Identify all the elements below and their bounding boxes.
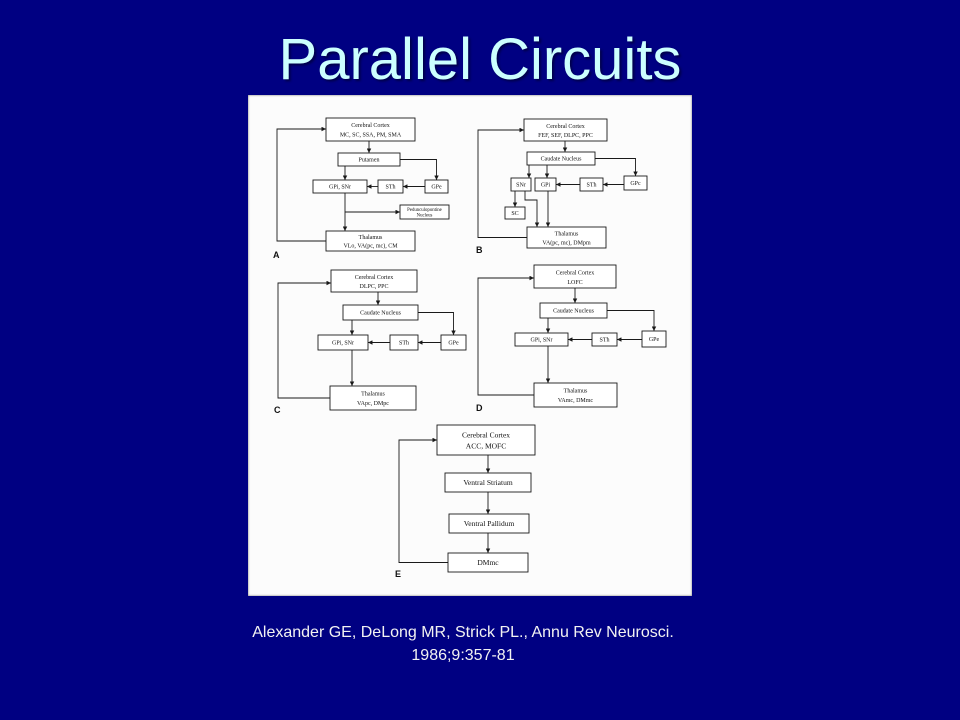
d-panel-label: D — [476, 403, 483, 413]
d-caudate-to-gpe-arrow — [607, 310, 657, 331]
circuit-a: Cerebral Cortex MC, SC, SSA, PM, SMA Put… — [273, 117, 450, 260]
a-ppn-label-line1: Pedunculopontine — [407, 208, 442, 213]
a-cortex-areas: MC, SC, SSA, PM, SMA — [340, 133, 402, 139]
c-thalamus-title: Thalamus — [361, 392, 385, 398]
b-sth-label: STh — [586, 183, 596, 189]
a-cortex-title: Cerebral Cortex — [351, 123, 389, 129]
b-gpi-label: GPi — [541, 183, 551, 189]
a-panel-label: A — [273, 250, 280, 260]
e-cortex-title: Cerebral Cortex — [462, 431, 510, 440]
b-thalamus-title: Thalamus — [555, 232, 579, 238]
c-sth-label: STh — [399, 341, 409, 347]
e-cortex-areas: ACC, MOFC — [466, 442, 506, 451]
c-thalamus-nuclei: VApc, DMpc — [357, 401, 389, 407]
a-thalamus-title: Thalamus — [359, 235, 383, 241]
b-cortex-areas: FEF, SEF, DLPC, PPC — [538, 133, 593, 139]
circuit-e: Cerebral Cortex ACC, MOFC Ventral Striat… — [395, 424, 536, 579]
b-cortex-title: Cerebral Cortex — [546, 124, 584, 130]
e-ventral-striatum-label: Ventral Striatum — [463, 478, 513, 487]
citation-line-2: 1986;9:357-81 — [411, 647, 515, 664]
circuit-b: Cerebral Cortex FEF, SEF, DLPC, PPC Caud… — [476, 118, 648, 255]
c-thalamocortical-loop-arrow — [277, 280, 331, 399]
a-cortex-box — [325, 117, 416, 142]
c-gpe-label: GPe — [448, 341, 459, 347]
c-thalamus-box — [329, 385, 417, 411]
circuit-d: Cerebral Cortex LOFC Caudate Nucleus GPi… — [476, 264, 667, 413]
e-ventral-pallidum-box — [448, 513, 530, 534]
c-gpi-snr-label: GPi, SNr — [332, 341, 354, 347]
e-panel-label: E — [395, 569, 401, 579]
d-cortex-areas: LOFC — [567, 280, 582, 286]
b-snr-box — [510, 177, 532, 192]
b-sc-label: SC — [511, 211, 518, 217]
e-ventral-pallidum-label: Ventral Pallidum — [464, 519, 515, 528]
d-thalamus-box — [533, 382, 618, 408]
c-panel-label: C — [274, 405, 281, 415]
e-cortex-box — [436, 424, 536, 456]
c-caudate-label: Caudate Nucleus — [360, 311, 401, 317]
d-cortex-title: Cerebral Cortex — [556, 271, 594, 277]
b-snr-to-thalamus-arrow — [524, 191, 540, 227]
b-snr-label: SNr — [516, 183, 526, 189]
a-thalamus-nuclei: VLo, VA(pc, mc), CM — [343, 243, 398, 250]
c-caudate-to-gpe-arrow — [418, 312, 456, 335]
b-panel-label: B — [476, 245, 483, 255]
b-thalamus-nuclei: VA(pc, mc), DMpm — [542, 240, 591, 247]
a-putamen-to-gpe-arrow — [400, 159, 439, 180]
d-thalamus-nuclei: VAmc, DMmc — [558, 398, 594, 404]
a-gpi-snr-label: GPi, SNr — [329, 185, 351, 191]
citation-line-1: Alexander GE, DeLong MR, Strick PL., Ann… — [252, 624, 674, 641]
d-gpi-snr-label: GPi, SNr — [530, 338, 552, 344]
d-thalamus-title: Thalamus — [564, 389, 588, 395]
b-thalamocortical-loop-arrow — [477, 127, 527, 238]
a-ppn-label-line2: Nucleus — [417, 214, 433, 219]
a-gpe-label: GPe — [431, 185, 442, 191]
citation: Alexander GE, DeLong MR, Strick PL., Ann… — [163, 621, 763, 667]
d-gpe-label: GPe — [649, 337, 660, 343]
d-caudate-label: Caudate Nucleus — [553, 309, 594, 315]
c-cortex-areas: DLPC, PPC — [359, 284, 388, 290]
e-thalamocortical-loop-arrow — [398, 437, 448, 563]
a-putamen-label: Putamen — [359, 158, 380, 164]
circuit-diagram-figure: Cerebral Cortex MC, SC, SSA, PM, SMA Put… — [248, 95, 692, 596]
c-cortex-title: Cerebral Cortex — [355, 275, 393, 281]
b-caudate-label: Caudate Nucleus — [541, 157, 582, 163]
slide-title: Parallel Circuits — [278, 27, 682, 92]
a-sth-label: STh — [385, 185, 395, 191]
d-sth-label: STh — [599, 338, 609, 344]
a-thalamocortical-loop-arrow — [276, 126, 326, 242]
b-caudate-to-gpe-arrow — [595, 158, 638, 176]
e-thalamus-label: DMmc — [477, 558, 499, 567]
circuit-c: Cerebral Cortex DLPC, PPC Caudate Nucleu… — [274, 269, 467, 415]
d-thalamocortical-loop-arrow — [477, 275, 534, 396]
b-gpe-label: GPc — [630, 181, 641, 187]
c-cortex-box — [330, 269, 418, 293]
circuit-diagram-svg: Cerebral Cortex MC, SC, SSA, PM, SMA Put… — [273, 117, 667, 579]
